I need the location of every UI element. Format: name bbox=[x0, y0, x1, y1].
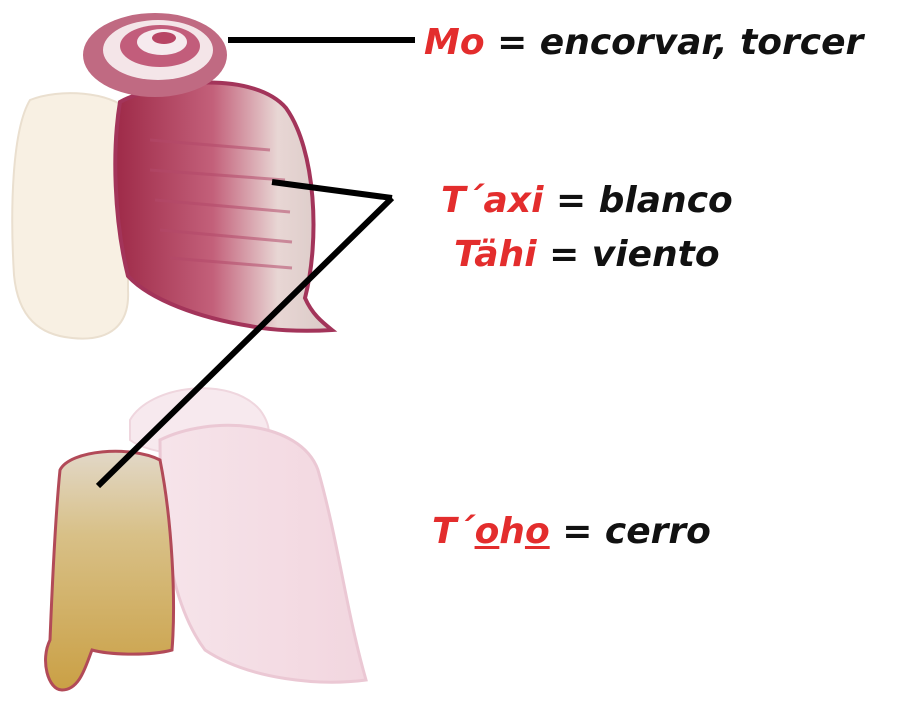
bottom-glyph-tongue bbox=[46, 451, 174, 690]
bottom-glyph-pink-shell bbox=[160, 425, 366, 682]
gloss-toho-meaning: cerro bbox=[605, 511, 711, 552]
gloss-tahi-term: Tähi bbox=[454, 234, 537, 275]
gloss-tahi-separator: = bbox=[537, 234, 592, 275]
gloss-toho-term-prefix: T´ bbox=[432, 511, 475, 552]
top-glyph-swirl-center bbox=[152, 32, 176, 44]
gloss-mo-term: Mo bbox=[424, 22, 485, 63]
gloss-mo-meaning: encorvar, torcer bbox=[540, 22, 864, 63]
gloss-tahi-meaning: viento bbox=[592, 234, 720, 275]
gloss-toho-separator: = bbox=[550, 511, 605, 552]
gloss-taxi-separator: = bbox=[543, 180, 598, 221]
gloss-mo-separator: = bbox=[485, 22, 540, 63]
bottom-glyph bbox=[46, 388, 366, 690]
gloss-taxi: T´axi = blanco bbox=[441, 183, 733, 219]
gloss-toho-term-o2: o bbox=[525, 511, 550, 552]
gloss-toho-term: T´oho bbox=[432, 511, 550, 552]
gloss-toho-term-h: h bbox=[499, 511, 525, 552]
gloss-toho-term-o1: o bbox=[475, 511, 500, 552]
gloss-tahi: Tähi = viento bbox=[454, 237, 720, 273]
gloss-taxi-term: T´axi bbox=[441, 180, 543, 221]
top-glyph-cream-body bbox=[12, 93, 128, 338]
gloss-mo: Mo = encorvar, torcer bbox=[424, 25, 863, 61]
gloss-toho: T´oho = cerro bbox=[432, 514, 711, 550]
gloss-taxi-meaning: blanco bbox=[599, 180, 733, 221]
top-glyph bbox=[12, 13, 332, 339]
